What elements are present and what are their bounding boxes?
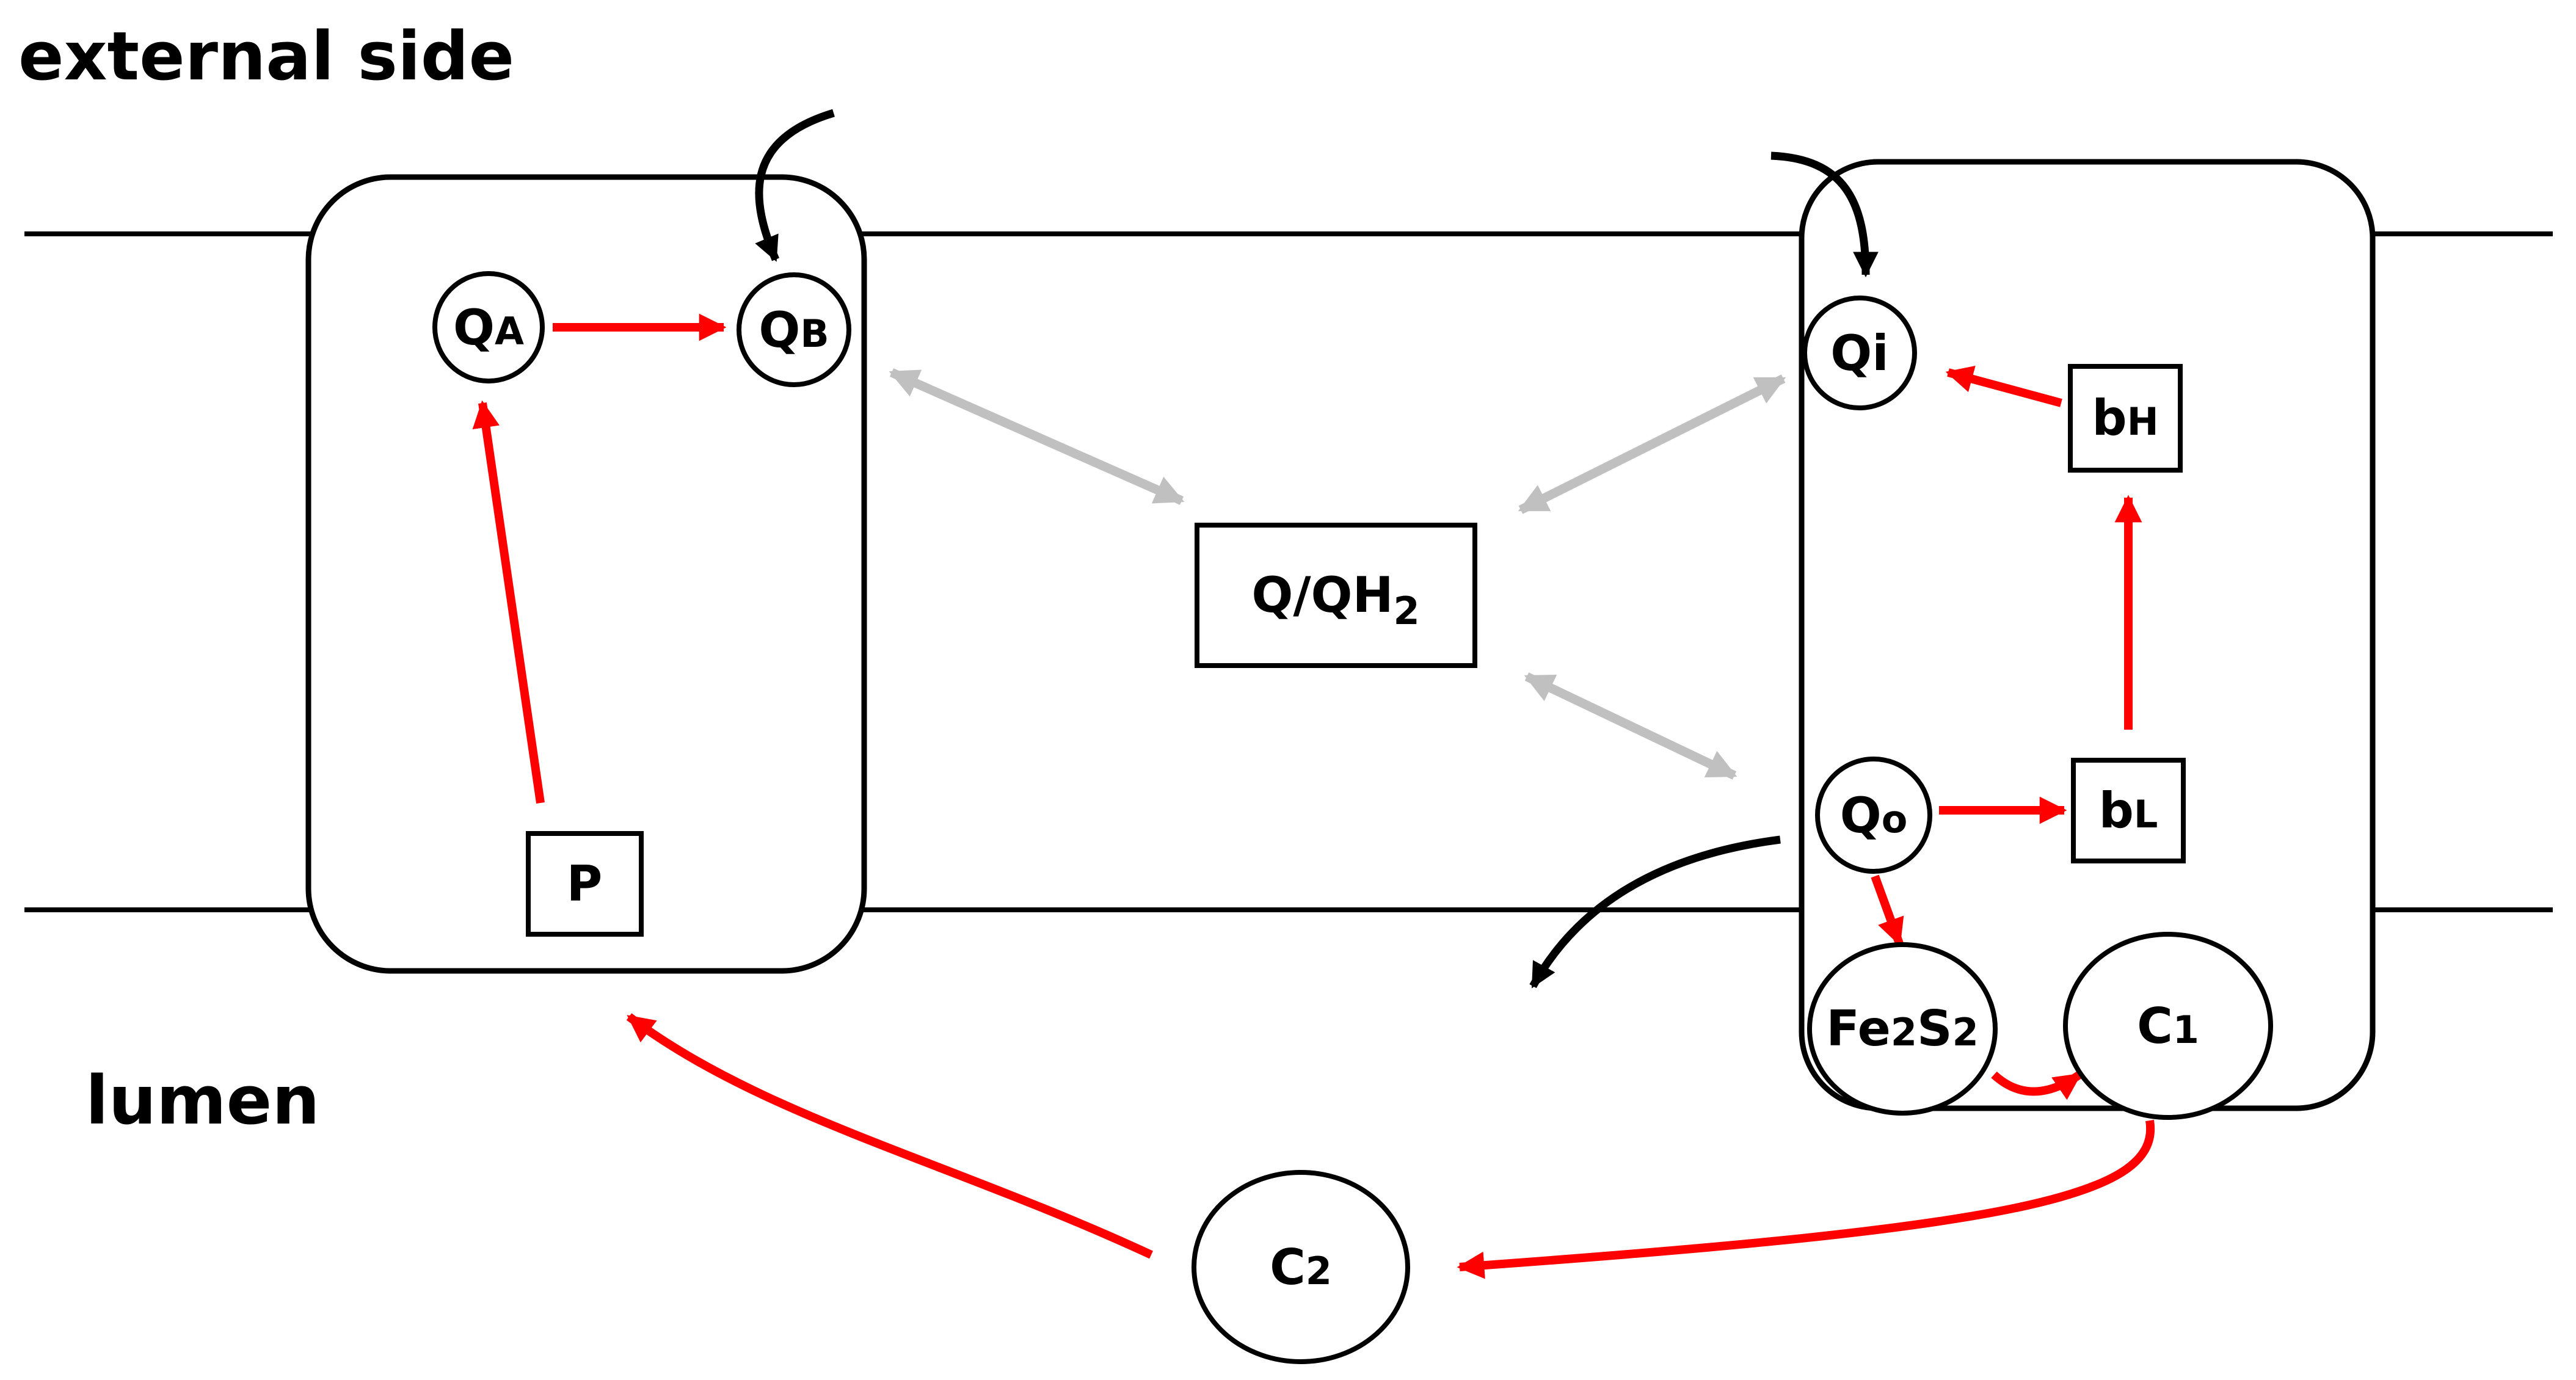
pool-qo-exchange-arrow	[1524, 672, 1737, 780]
pool-qi-exchange-arrow	[1518, 374, 1786, 514]
quinone-pool-node	[1195, 523, 1477, 668]
bh-label: bH	[2092, 390, 2158, 446]
external-side-label: external side	[18, 17, 514, 95]
reaction-center-box	[305, 174, 867, 974]
c1-node	[2063, 932, 2273, 1120]
bh-node	[2068, 364, 2183, 473]
proton-into-qb-arrow	[755, 109, 835, 262]
qo-node	[1815, 757, 1932, 874]
c2-to-p-arrow	[626, 1013, 1153, 1259]
bh-to-qi-arrow	[1945, 365, 2062, 407]
lumen-label: lumen	[86, 1061, 320, 1139]
bl-node	[2071, 758, 2186, 863]
c2-label: C2	[1270, 1239, 1332, 1296]
qi-node	[1802, 296, 1917, 410]
p-node	[526, 831, 644, 937]
fe2s2-label: Fe2S2	[1826, 1000, 1979, 1057]
fe2s2-to-c1-arrow	[1991, 1071, 2082, 1100]
bc1-complex-box	[1799, 159, 2376, 1111]
bl-label: bL	[2099, 782, 2158, 839]
p-label: P	[567, 855, 603, 912]
c1-label: C1	[2137, 998, 2199, 1055]
c2-node	[1192, 1170, 1410, 1364]
qi-label: Qi	[1830, 325, 1888, 382]
qo-label: Qo	[1840, 787, 1908, 844]
qa-label: QA	[453, 299, 524, 356]
qb-label: QB	[759, 302, 829, 358]
proton-out-from-qo-arrow	[1529, 835, 1781, 989]
qo-to-fe2s2-arrow	[1871, 874, 1904, 946]
qa-node	[432, 271, 545, 383]
p-to-qa-arrow	[472, 400, 545, 804]
fe2s2-node	[1807, 942, 1998, 1116]
qb-node	[737, 272, 851, 387]
c1-to-c2-arrow	[1457, 1119, 2155, 1279]
quinone-pool-label: Q/QH2	[1251, 567, 1419, 633]
proton-into-qi-arrow	[1770, 151, 1879, 278]
qb-pool-exchange-arrow	[889, 368, 1185, 505]
